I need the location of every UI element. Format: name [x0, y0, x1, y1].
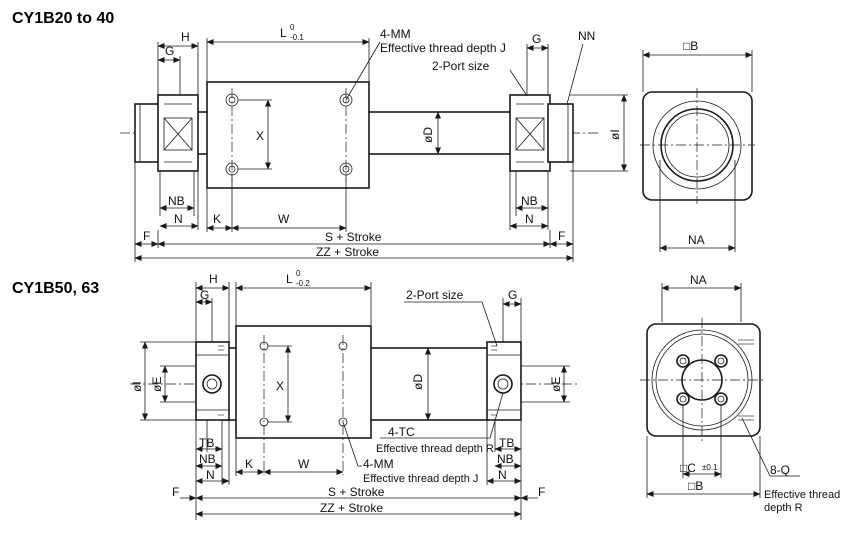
top-x-label: X	[256, 129, 264, 143]
top-f-right-label: F	[558, 229, 565, 243]
bottom-e-left-label: øE	[150, 377, 164, 392]
top-i-label: øI	[608, 129, 622, 140]
bottom-c-tol: ±0.1	[702, 463, 718, 472]
top-l-tol-up: 0	[290, 23, 295, 32]
top-f-left-label: F	[143, 229, 150, 243]
bottom-f-right-label: F	[538, 485, 545, 499]
bottom-tb-left-label: TB	[199, 436, 214, 450]
top-section: CY1B20 to 40	[12, 10, 755, 262]
top-title: CY1B20 to 40	[12, 10, 114, 27]
bottom-k-label: K	[245, 457, 253, 471]
bottom-l-tol-down: -0.2	[296, 279, 310, 288]
top-end-view: □B NA	[640, 39, 755, 252]
bottom-c-label: □C	[680, 461, 696, 475]
bottom-q-note-1: Effective thread	[764, 489, 840, 501]
bottom-end-view: NA □C ±0.1	[640, 273, 840, 514]
bottom-s-label: S + Stroke	[328, 485, 385, 499]
bottom-d-label: øD	[411, 374, 425, 390]
top-l-tol-down: -0.1	[290, 33, 304, 42]
top-b-label: □B	[683, 39, 698, 53]
bottom-zz-label: ZZ + Stroke	[320, 501, 383, 515]
bottom-q-note-2: depth R	[764, 502, 803, 514]
bottom-g-left-label: G	[200, 288, 209, 302]
top-n-left-label: N	[174, 212, 183, 226]
top-s-label: S + Stroke	[325, 230, 382, 244]
top-w-label: W	[278, 212, 290, 226]
bottom-port-label: 2-Port size	[406, 288, 464, 302]
top-mm-label: 4-MM	[380, 27, 411, 41]
bottom-n-right-label: N	[498, 468, 507, 482]
bottom-mm-label: 4-MM	[363, 457, 394, 471]
top-nn-label: NN	[578, 29, 595, 43]
bottom-tc-note: Effective thread depth R	[376, 443, 494, 455]
bottom-na-label: NA	[690, 273, 707, 287]
bottom-l-tol-up: 0	[296, 269, 301, 278]
top-mm-note: Effective thread depth J	[380, 41, 506, 55]
bottom-n-left-label: N	[206, 468, 215, 482]
top-h-label: H	[181, 30, 190, 44]
top-d-label: øD	[421, 127, 435, 143]
bottom-w-label: W	[298, 457, 310, 471]
bottom-b-label: □B	[688, 479, 703, 493]
bottom-end-view-hatch	[738, 339, 754, 421]
top-nb-right-label: NB	[521, 194, 538, 208]
bottom-upper-dimensions: H G L 0 -0.2 2-Port size G	[195, 269, 522, 347]
bottom-l-label: L	[286, 272, 293, 286]
top-nb-left-label: NB	[168, 194, 185, 208]
top-n-right-label: N	[525, 212, 534, 226]
bottom-title: CY1B50, 63	[12, 280, 99, 297]
top-upper-dimensions: H G L 0 -0.1 4-MM Effective thread depth…	[157, 23, 595, 105]
bottom-lower-dimensions: TB NB N K W 4-TC Effective thread depth …	[172, 392, 545, 520]
bottom-e-right-label: øE	[549, 377, 563, 392]
top-l-label: L	[280, 26, 287, 40]
bottom-h-label: H	[209, 272, 218, 286]
top-port-label: 2-Port size	[432, 59, 490, 73]
bottom-section: CY1B50, 63	[12, 269, 840, 520]
bottom-mm-note: Effective thread depth J	[363, 473, 478, 485]
top-g-right-label: G	[532, 32, 541, 46]
bottom-side-view: X øD øI øE øE	[130, 325, 580, 475]
bottom-tb-right-label: TB	[499, 436, 514, 450]
bottom-tc-label: 4-TC	[388, 425, 415, 439]
bottom-f-left-label: F	[172, 485, 179, 499]
top-na-label: NA	[688, 233, 705, 247]
bottom-i-label: øI	[130, 381, 144, 392]
bottom-nb-left-label: NB	[199, 452, 216, 466]
top-side-view: X øD øI	[120, 81, 628, 189]
top-lower-dimensions: NB N K W NB N F S + Strok	[134, 162, 574, 262]
top-k-label: K	[213, 212, 221, 226]
bottom-nb-right-label: NB	[497, 452, 514, 466]
top-g-left-label: G	[165, 44, 174, 58]
top-zz-label: ZZ + Stroke	[316, 245, 379, 259]
bottom-q-label: 8-Q	[770, 463, 790, 477]
bottom-g-right-label: G	[508, 288, 517, 302]
bottom-x-label: X	[276, 379, 284, 393]
